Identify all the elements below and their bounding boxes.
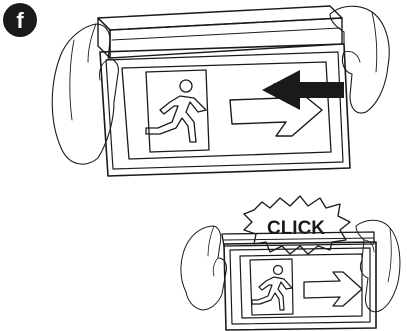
exit-arrow-icon xyxy=(304,272,362,306)
slide-direction-arrow-icon xyxy=(262,70,344,110)
running-man-icon xyxy=(250,259,293,315)
left-hand-icon xyxy=(181,226,227,310)
exit-sign-panel xyxy=(100,44,350,176)
running-man-icon xyxy=(146,70,209,152)
bottom-illustration: CLICK xyxy=(181,196,400,330)
exit-sign-panel xyxy=(224,242,376,330)
step-badge: f xyxy=(3,3,37,37)
step-label: f xyxy=(16,8,24,33)
top-illustration xyxy=(52,6,389,176)
click-label: CLICK xyxy=(267,218,325,239)
